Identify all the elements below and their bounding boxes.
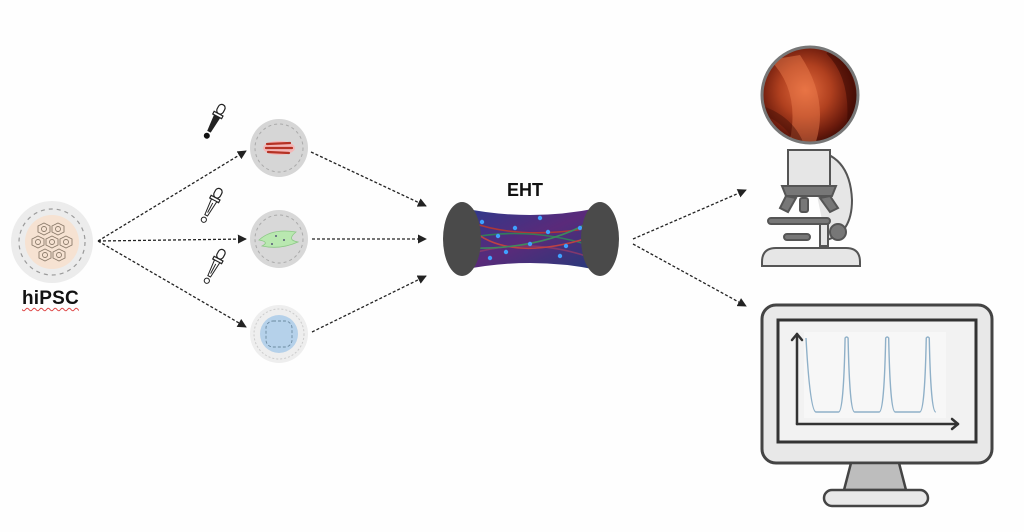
dropper-icon: [200, 187, 223, 223]
tissue-micrograph: [760, 45, 860, 145]
arrow-endothelial-to-eht: [311, 275, 427, 333]
dropper-icon: [203, 103, 226, 139]
arrow-hipsc-to-cardiomyocytes: [97, 150, 247, 242]
contraction-trace-chart: [790, 332, 960, 431]
hipsc-dish-icon: [11, 201, 93, 283]
hipsc-label: hiPSC: [22, 288, 79, 309]
eht-label: EHT: [507, 180, 543, 200]
arrow-hipsc-to-fibroblasts: [97, 234, 247, 244]
dropper-icon: [203, 248, 226, 284]
arrow-cardiomyocytes-to-eht: [310, 151, 427, 207]
eht-tissue-icon: [443, 202, 619, 276]
arrow-hipsc-to-endothelial: [97, 240, 247, 328]
fibroblast-dish-icon: [250, 210, 308, 268]
cardiomyocyte-dish-icon: [250, 119, 308, 177]
microscope-icon: [761, 149, 861, 267]
arrow-eht-to-microscope: [632, 189, 747, 240]
contraction-trace-line: [805, 336, 937, 413]
arrow-eht-to-monitor: [632, 243, 747, 307]
endothelial-dish-icon: [250, 305, 308, 363]
